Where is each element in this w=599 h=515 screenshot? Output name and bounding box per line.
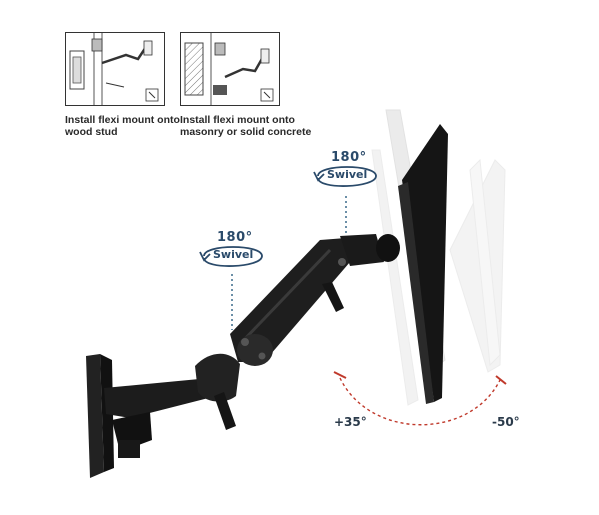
swivel-value-upper: 180° [331, 150, 367, 165]
lower-arm [104, 353, 240, 458]
caption-line: Install flexi mount onto [65, 114, 180, 126]
swivel-label-upper: Swivel [327, 168, 368, 181]
swivel-label-lower: Swivel [213, 248, 254, 261]
swivel-value-lower: 180° [217, 230, 253, 245]
wood-stud-inset [65, 32, 165, 106]
inset-caption-wood: Install flexi mount onto wood stud [65, 114, 180, 138]
wood-stud-install-illustration [69, 33, 159, 105]
monitor [398, 124, 448, 404]
tilt-down-label: -50° [492, 415, 520, 429]
tilt-up-label: +35° [334, 415, 367, 429]
caption-line: wood stud [65, 126, 118, 138]
ghost-monitor-tilt-down [449, 158, 506, 373]
swivel-arrow-lower-icon [199, 246, 263, 267]
inset-caption-masonry: Install flexi mount onto masonry or soli… [180, 114, 311, 138]
caption-line: Install flexi mount onto [180, 114, 295, 126]
monitor-joint [340, 234, 400, 266]
upper-arm [230, 238, 350, 366]
tilt-arc [333, 371, 507, 426]
caption-line: masonry or solid concrete [180, 126, 312, 138]
ghost-monitor-back [371, 149, 419, 406]
masonry-inset [180, 32, 280, 106]
wall-plate [86, 354, 114, 478]
swivel-arrow-upper-icon [313, 166, 377, 187]
masonry-install-illustration [184, 33, 274, 105]
